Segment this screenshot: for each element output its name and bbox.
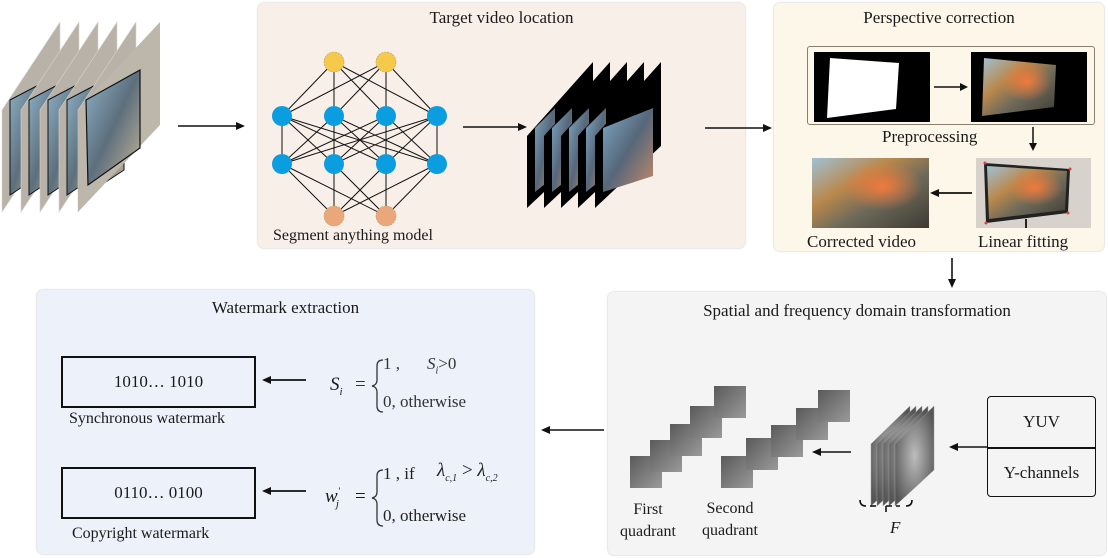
sync-eq-brace — [371, 359, 384, 413]
hidden-node — [324, 154, 344, 174]
network-edge — [385, 163, 438, 217]
sync-eq-case1-condition: Si>0 — [427, 354, 457, 377]
arrow-target-to-perspective — [705, 124, 772, 132]
network-edge — [385, 115, 438, 165]
second-quadrant-label-line1: Second — [706, 500, 754, 517]
input-frame-front — [78, 22, 160, 212]
linear-fitting-image — [976, 158, 1091, 228]
arrow-perspective-to-transform — [948, 258, 956, 288]
hidden-node — [272, 154, 292, 174]
linear-fitting-label: Linear fitting — [978, 232, 1069, 251]
masked-frame — [595, 62, 661, 208]
transformation-title: Spatial and frequency domain transformat… — [703, 301, 1011, 320]
network-edge — [333, 163, 438, 217]
binary-mask-image — [814, 52, 930, 122]
arrow-copyright-eq-to-box — [262, 487, 306, 495]
preprocessing-label: Preprocessing — [882, 127, 978, 146]
copyright-watermark-label: Copyright watermark — [72, 525, 210, 542]
y-channels-label: Y-channels — [1003, 463, 1080, 482]
preprocessing-box — [807, 46, 1095, 125]
arrow-linear-fitting-to-corrected — [930, 189, 972, 197]
yuv-label: YUV — [988, 397, 1095, 449]
arrow-transform-to-watermark — [541, 426, 604, 434]
copyright-equation: w'j = 1 , if λc,1 > λc,2 0, otherwise — [325, 458, 535, 533]
arrow-yuv-to-f — [949, 443, 987, 451]
extracted-screen-image — [971, 52, 1087, 122]
hidden-node — [427, 154, 447, 174]
sync-equation: Si = 1 , Si>0 0, otherwise — [327, 350, 527, 420]
network-edge — [281, 115, 335, 165]
corrected-video-label: Corrected video — [807, 232, 917, 251]
copyright-watermark-box: 0110… 0100 — [61, 467, 256, 519]
arrow-sam-to-masked-frames — [463, 123, 527, 131]
synchronous-watermark-box: 1010… 1010 — [61, 356, 256, 408]
network-edge — [333, 61, 387, 117]
f-label: F — [890, 518, 901, 537]
hidden-node — [376, 154, 396, 174]
first-quadrant-label-line1: First — [633, 501, 663, 518]
network-edge — [281, 163, 335, 217]
arrow-sync-eq-to-box — [262, 376, 306, 384]
sync-eq-equals: = — [355, 374, 366, 395]
arrow-input-to-target — [178, 122, 245, 130]
segment-anything-network — [272, 51, 447, 227]
first-quadrant-label: First quadrant — [620, 499, 676, 543]
frequency-frame — [894, 405, 935, 507]
arrow-f-to-quadrants — [812, 448, 851, 456]
copyright-eq-lhs: w'j — [325, 486, 340, 510]
network-edge — [281, 61, 335, 117]
perspective-correction-title: Perspective correction — [863, 8, 1015, 27]
input-node — [323, 51, 345, 73]
sync-eq-case1-value: 1 , — [383, 354, 400, 373]
copyright-eq-case2: 0, otherwise — [383, 506, 467, 525]
hidden-node — [376, 106, 396, 126]
arrow-mask-to-screen — [934, 83, 968, 91]
hidden-node — [427, 106, 447, 126]
target-video-location-title: Target video location — [429, 8, 574, 27]
second-quadrant-block — [818, 390, 850, 422]
input-video-frames — [1, 20, 160, 213]
network-edge — [385, 61, 438, 117]
network-edge — [333, 115, 438, 165]
output-node — [375, 205, 397, 227]
corrected-video-image — [812, 158, 929, 228]
network-edge — [281, 115, 387, 165]
synchronous-watermark-label: Synchronous watermark — [69, 410, 225, 427]
transformation-graphics — [630, 386, 987, 512]
masked-video-frames — [527, 62, 661, 208]
copyright-eq-case1-condition: λc,1 > λc,2 — [437, 460, 498, 484]
second-quadrant-label-line2: quadrant — [702, 522, 758, 539]
sync-eq-lhs: Si — [330, 374, 343, 398]
network-edge — [281, 115, 438, 165]
segment-anything-model-label: Segment anything model — [273, 227, 433, 244]
sync-eq-case2: 0, otherwise — [383, 392, 467, 411]
first-quadrant-block — [714, 386, 746, 418]
copyright-eq-equals: = — [355, 486, 366, 507]
first-quadrant-label-line2: quadrant — [620, 523, 676, 540]
watermark-extraction-title: Watermark extraction — [211, 298, 360, 317]
f-bracket — [859, 499, 913, 512]
network-edge — [333, 163, 387, 217]
network-edge — [281, 61, 387, 117]
copyright-eq-brace — [371, 469, 384, 527]
output-node — [323, 205, 345, 227]
watermark-extraction-panel: Watermark extraction 1010… 1010 Synchron… — [37, 290, 534, 554]
hidden-node — [272, 106, 292, 126]
perspective-images — [812, 52, 1091, 228]
input-node — [375, 51, 397, 73]
arrow-preprocessing-to-linear-fitting — [1029, 127, 1037, 151]
yuv-box: YUV Y-channels — [987, 396, 1096, 497]
second-quadrant-label: Second quadrant — [702, 498, 758, 542]
hidden-node — [324, 106, 344, 126]
copyright-eq-case1-value: 1 , if — [383, 464, 415, 483]
